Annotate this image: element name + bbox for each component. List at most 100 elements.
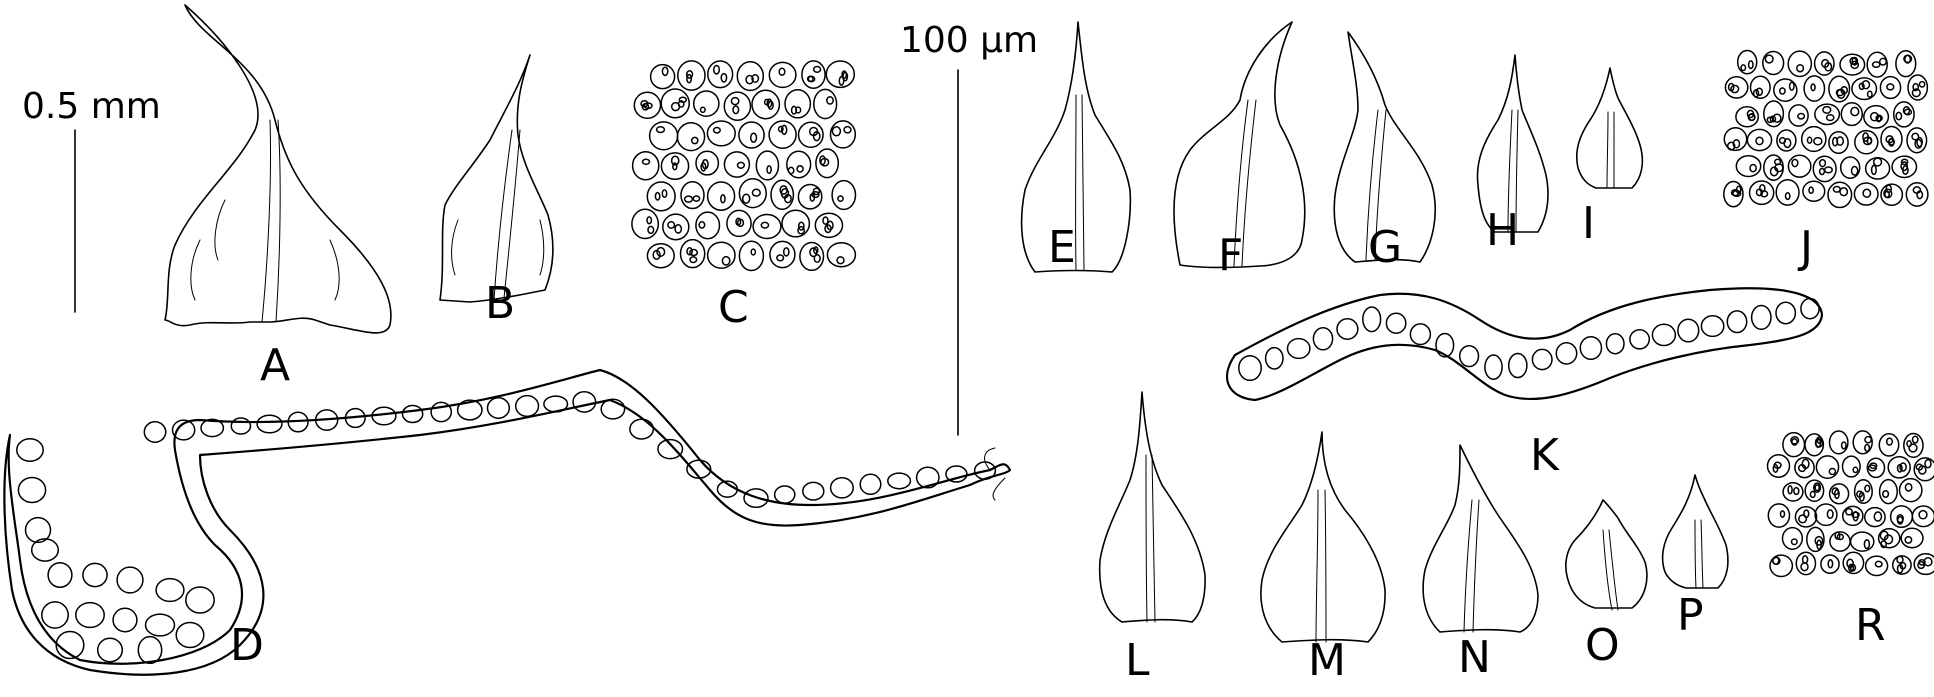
section-cell [1652,324,1675,345]
cell-lumen [1781,511,1785,517]
cell-lumen [1865,437,1871,443]
leaf-cell [1768,455,1790,477]
leaf-cell [802,61,825,88]
section-cell [76,603,104,628]
section-cell [231,418,250,434]
cell-lumen [1827,510,1833,518]
section-cell [544,396,568,412]
cell-lumen [1868,91,1872,97]
section-cell [1288,339,1310,359]
cell-lumen [1815,485,1819,491]
leaf-cell [782,210,809,237]
cell-lumen [1852,167,1858,176]
leaf-cell [1912,506,1934,527]
cell-lumen [1756,137,1763,144]
cell-lumen [657,127,665,133]
figure-k-cross-section: K [1227,288,1822,481]
cell-lumen [1865,485,1870,492]
section-cell [1363,307,1381,332]
leaf-cell [1896,51,1916,77]
leaf-cell [756,151,778,180]
cell-lumen [1798,114,1805,119]
section-cell [1460,346,1479,367]
cell-lumen [752,189,760,196]
leaf-cell [1851,532,1874,551]
cell-lumen [1823,107,1831,114]
cell-lumen [827,97,833,104]
figure-e-label: E [1048,222,1076,273]
cell-lumen [1786,193,1790,200]
figure-l-label: L [1125,635,1150,686]
scale-bar-left: 0.5 mm [22,86,161,312]
leaf-cell [694,91,719,116]
cell-lumen [1920,82,1925,87]
leaf-cell [1783,528,1803,550]
cell-lumen [1865,445,1870,452]
leaf-cell [1788,51,1811,76]
cell-lumen [1820,169,1825,175]
section-cell [186,587,214,613]
cell-lumen [690,257,697,263]
cell-lumen [1799,515,1807,523]
leaf-cell [1821,555,1839,573]
cell-lumen [1925,460,1931,468]
cell-lumen [1887,84,1894,90]
cell-lumen [1833,187,1840,193]
cell-lumen [714,66,720,74]
section-cell [488,398,510,418]
section-cell [403,406,423,423]
leaf-cell [647,182,675,211]
cell-lumen [1872,165,1877,174]
figure-b-leaf: B [440,55,553,329]
section-cell [658,440,683,459]
leaf-cell [1880,77,1900,99]
section-cell [860,474,881,494]
figure-f-label: F [1218,230,1243,281]
cell-lumen [1883,491,1889,498]
section-cell [117,567,143,593]
figure-l-leaf: L [1100,392,1205,686]
cell-lumen [673,163,677,170]
leaf-cell [1866,158,1890,179]
cell-lumen [1814,138,1822,145]
leaf-cell [814,89,837,118]
cell-lumen [1919,511,1927,519]
figure-n-label: N [1458,632,1491,683]
cell-lumen [1810,491,1815,497]
section-cell [138,637,161,664]
figure-h-label: H [1486,205,1519,256]
section-cell [1752,306,1771,330]
leaf-cell [1788,155,1810,177]
cell-lumen [672,103,680,111]
section-cell [1801,299,1819,319]
cell-lumen [1875,561,1882,566]
cell-lumen [751,133,757,142]
figure-m-label: M [1308,635,1346,686]
cell-lumen [844,127,851,133]
cell-lumen [1803,556,1808,563]
cell-lumen [1828,560,1832,568]
cell-lumen [1750,165,1756,172]
section-cell [803,482,824,500]
leaf-cell [708,61,733,88]
figure-p-label: P [1677,590,1704,641]
leaf-cell [677,123,704,151]
leaf-cell [708,242,735,268]
leaf-cell [739,241,763,270]
cell-lumen [1808,137,1812,143]
cell-lumen [788,167,793,173]
cell-lumen [738,162,745,168]
cell-lumen [1905,537,1911,543]
figure-c-label: C [718,282,749,333]
leaf-cell [770,241,795,267]
cell-lumen [1853,467,1858,472]
figure-d-label: D [230,620,264,671]
cell-lumen [1887,438,1893,445]
cell-lumen [714,128,721,133]
leaf-cell [633,152,659,180]
leaf-cell [727,210,751,236]
section-cell [83,563,107,586]
section-cell [1556,343,1576,364]
cell-lumen [843,72,847,80]
